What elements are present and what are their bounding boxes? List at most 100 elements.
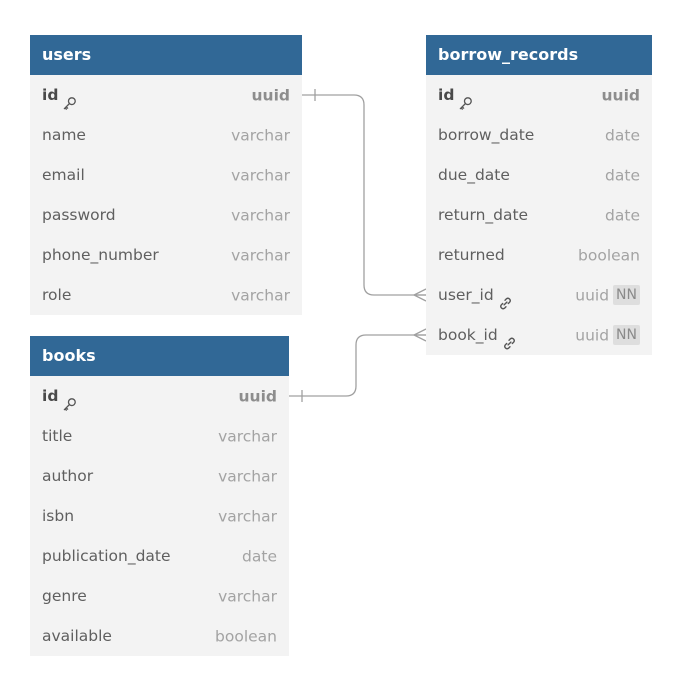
column-type-text: varchar (218, 427, 277, 446)
column-name: id (42, 376, 77, 416)
column-name: author (42, 456, 93, 496)
column-type: date (605, 155, 640, 196)
column-type: varchar (231, 235, 290, 276)
key-icon (62, 387, 77, 411)
column-name-text: available (42, 627, 112, 645)
column-name-text: id (42, 86, 59, 104)
column-type-text: date (605, 126, 640, 145)
column-name: returned (438, 235, 505, 275)
table-header[interactable]: users (30, 35, 302, 75)
column-type: date (242, 536, 277, 577)
relation-line-users-borrow (302, 94, 426, 296)
column-type-text: date (242, 547, 277, 566)
column-name-text: borrow_date (438, 126, 535, 144)
column-type: boolean (215, 616, 277, 657)
column-name-text: id (42, 387, 59, 405)
column-type-text: varchar (218, 587, 277, 606)
column-name: book_id (438, 315, 517, 355)
column-type-text: boolean (578, 246, 640, 265)
column-name: borrow_date (438, 115, 534, 155)
column-row-id[interactable]: id uuid (30, 75, 302, 115)
relation-books-borrow-records[interactable] (289, 328, 427, 402)
column-row-due-date[interactable]: due_date date (426, 155, 652, 195)
column-type-text: varchar (218, 507, 277, 526)
column-type: uuid (602, 75, 640, 116)
relation-users-borrow-records[interactable] (302, 89, 427, 302)
column-name: role (42, 275, 71, 315)
column-type-text: uuid (575, 286, 610, 305)
relation-line-books-borrow (289, 334, 426, 397)
column-row-return-date[interactable]: return_date date (426, 195, 652, 235)
link-icon (498, 286, 513, 310)
column-row-publication-date[interactable]: publication_date date (30, 536, 289, 576)
column-type-text: date (605, 206, 640, 225)
column-name: user_id (438, 275, 513, 315)
column-row-borrow-date[interactable]: borrow_date date (426, 115, 652, 155)
column-name-text: password (42, 206, 116, 224)
column-name-text: role (42, 286, 72, 304)
column-type: varchar (218, 456, 277, 497)
column-name: phone_number (42, 235, 159, 275)
column-row-returned[interactable]: returned boolean (426, 235, 652, 275)
column-row-genre[interactable]: genre varchar (30, 576, 289, 616)
column-row-role[interactable]: role varchar (30, 275, 302, 315)
not-null-badge: NN (613, 324, 640, 345)
column-type: varchar (218, 576, 277, 617)
column-row-author[interactable]: author varchar (30, 456, 289, 496)
column-name: publication_date (42, 536, 171, 576)
column-name-text: publication_date (42, 547, 171, 565)
column-row-isbn[interactable]: isbn varchar (30, 496, 289, 536)
column-name: name (42, 115, 86, 155)
link-icon (502, 326, 517, 350)
column-row-title[interactable]: title varchar (30, 416, 289, 456)
table-header[interactable]: borrow_records (426, 35, 652, 75)
column-name: return_date (438, 195, 528, 235)
column-row-available[interactable]: available boolean (30, 616, 289, 656)
column-type-text: varchar (231, 206, 290, 225)
column-name-text: author (42, 467, 94, 485)
column-name: password (42, 195, 116, 235)
table-header[interactable]: books (30, 336, 289, 376)
column-type-text: varchar (231, 286, 290, 305)
key-icon (458, 86, 473, 110)
column-name-text: phone_number (42, 246, 159, 264)
column-name-text: return_date (438, 206, 529, 224)
column-name: id (42, 75, 77, 115)
column-type-text: uuid (575, 326, 610, 345)
column-type: varchar (218, 496, 277, 537)
column-row-password[interactable]: password varchar (30, 195, 302, 235)
column-type-text: boolean (215, 627, 277, 646)
column-type: varchar (231, 155, 290, 196)
column-type-text: uuid (601, 86, 640, 105)
column-name-text: due_date (438, 166, 510, 184)
not-null-badge: NN (613, 284, 640, 305)
column-name-text: title (42, 427, 73, 445)
column-type-text: varchar (231, 246, 290, 265)
column-row-phone-number[interactable]: phone_number varchar (30, 235, 302, 275)
column-name: email (42, 155, 85, 195)
cardinality-many-marker (412, 328, 427, 342)
column-name: isbn (42, 496, 74, 536)
column-type: varchar (218, 416, 277, 457)
column-type: varchar (231, 275, 290, 316)
column-type: uuid (252, 75, 290, 116)
column-name-text: genre (42, 587, 87, 605)
column-type: varchar (231, 195, 290, 236)
column-type: date (605, 195, 640, 236)
column-row-email[interactable]: email varchar (30, 155, 302, 195)
